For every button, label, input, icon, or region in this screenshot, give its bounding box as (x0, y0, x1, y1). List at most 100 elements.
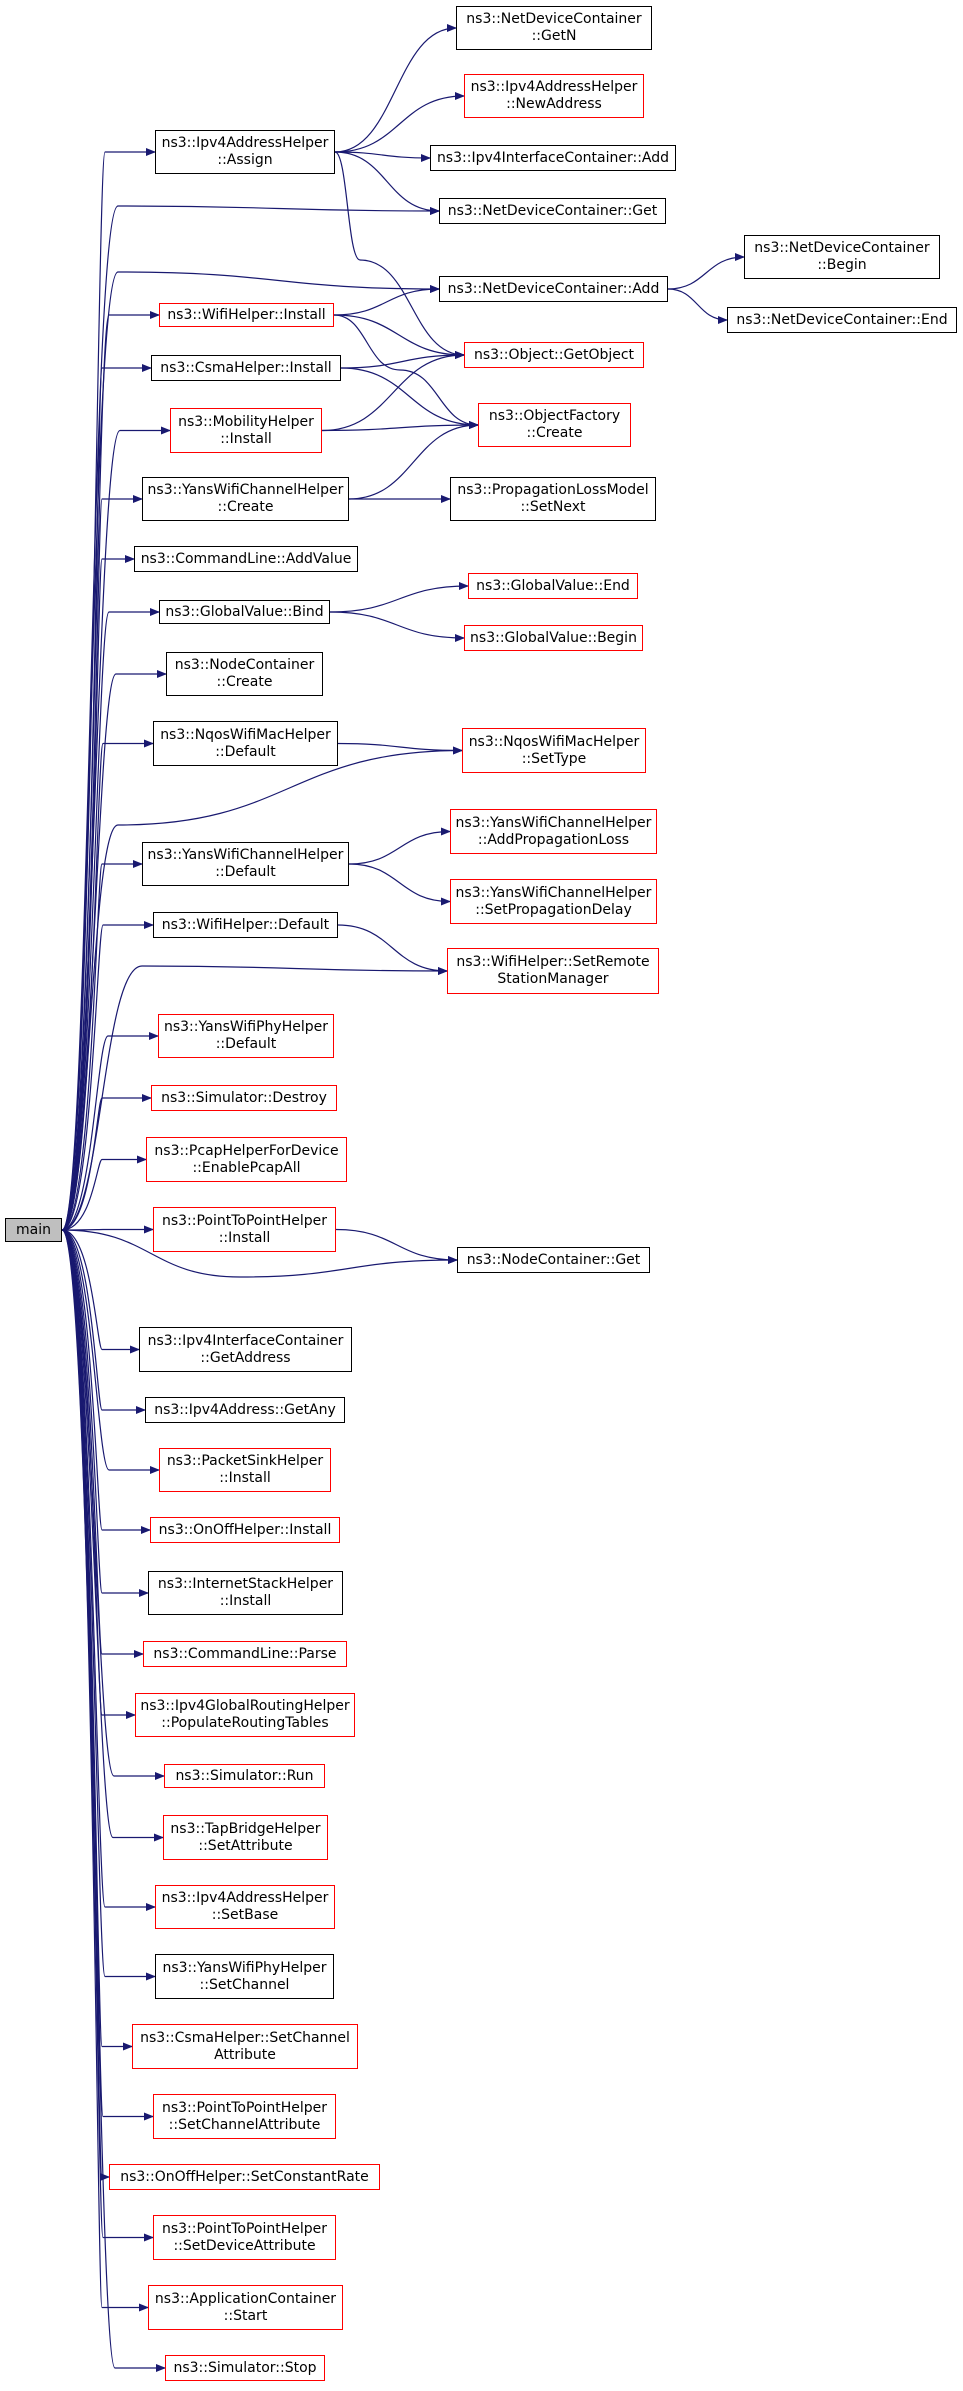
node-csma-install[interactable]: ns3::CsmaHelper::Install (151, 355, 341, 381)
edge-csma_install-to-obj_getobject (340, 351, 465, 369)
node-label-line: ns3::CsmaHelper::SetChannel (140, 2029, 350, 2046)
node-label-line: ::SetDeviceAttribute (173, 2237, 316, 2254)
node-nqos-default[interactable]: ns3::NqosWifiMacHelper::Default (153, 721, 338, 766)
node-label-line: ns3::NetDeviceContainer (754, 240, 930, 256)
node-label-line: ns3::PropagationLossModel (457, 482, 649, 498)
edge-gv_bind-to-gv_begin (329, 611, 465, 642)
node-onoff-install[interactable]: ns3::OnOffHelper::Install (150, 1517, 340, 1543)
node-p2p-setdevattr[interactable]: ns3::PointToPointHelper::SetDeviceAttrib… (153, 2215, 336, 2260)
edge-wifi_install-to-obj_getobject (333, 314, 465, 359)
node-label-line: ::SetAttribute (198, 1837, 293, 1854)
node-label-line: ns3::YansWifiPhyHelper (163, 1019, 328, 1035)
node-cmdline-parse[interactable]: ns3::CommandLine::Parse (143, 1641, 347, 1667)
node-label-line: ns3::Ipv4InterfaceContainer::Add (436, 149, 670, 166)
node-cmdline-addvalue[interactable]: ns3::CommandLine::AddValue (134, 546, 358, 572)
node-sim-destroy[interactable]: ns3::Simulator::Destroy (151, 1085, 337, 1111)
node-label-line: ns3::NodeContainer (174, 657, 315, 673)
node-label-line: ns3::Ipv4InterfaceContainer (147, 1332, 344, 1349)
node-packetsink-install[interactable]: ns3::PacketSinkHelper::Install (159, 1448, 331, 1492)
node-label-line: ns3::WifiHelper::Default (161, 916, 330, 933)
edge-ndc_add-to-ndc_begin (667, 253, 745, 290)
node-ipv4gr-populate[interactable]: ns3::Ipv4GlobalRoutingHelper::PopulateRo… (135, 1693, 355, 1737)
node-label-line: StationManager (497, 971, 609, 987)
node-label-line: ns3::NetDeviceContainer::Get (447, 202, 658, 219)
edge-nqos_default-to-nqos_settype (337, 742, 463, 755)
node-label-line: ::Create (217, 499, 274, 515)
node-ipv4addr-getany[interactable]: ns3::Ipv4Address::GetAny (145, 1397, 345, 1423)
node-label-line: ns3::WifiHelper::Install (167, 306, 326, 323)
node-mobility-install[interactable]: ns3::MobilityHelper::Install (170, 408, 322, 453)
node-label-line: ns3::NetDeviceContainer::End (736, 311, 948, 328)
node-label-line: ns3::YansWifiPhyHelper (162, 1959, 327, 1976)
node-ndc-getn[interactable]: ns3::NetDeviceContainer::GetN (456, 6, 652, 50)
node-nqos-settype[interactable]: ns3::NqosWifiMacHelper::SetType (462, 728, 646, 773)
edge-main-to-appcont_start (61, 1229, 149, 2312)
node-ipv4ah-newaddress[interactable]: ns3::Ipv4AddressHelper::NewAddress (464, 74, 644, 118)
node-label-line: ns3::WifiHelper::SetRemote (456, 954, 650, 970)
node-gv-bind[interactable]: ns3::GlobalValue::Bind (159, 600, 330, 624)
node-label-line: ns3::PcapHelperForDevice (154, 1142, 339, 1159)
edge-main-to-onoff_install (61, 1229, 151, 1534)
node-p2p-setchanattr[interactable]: ns3::PointToPointHelper::SetChannelAttri… (153, 2094, 336, 2139)
node-tapbridge-setattr[interactable]: ns3::TapBridgeHelper::SetAttribute (163, 1815, 328, 1860)
node-ipv4ah-setbase[interactable]: ns3::Ipv4AddressHelper::SetBase (155, 1885, 335, 1929)
edge-yans_chan_default-to-yans_chan_addproploss (348, 827, 451, 865)
node-label-line: ns3::MobilityHelper (178, 413, 314, 430)
node-nc-create[interactable]: ns3::NodeContainer::Create (166, 652, 323, 696)
edge-main-to-ipv4ic_getaddress (61, 1229, 140, 1354)
node-onoff-setconstrate[interactable]: ns3::OnOffHelper::SetConstantRate (109, 2164, 380, 2190)
node-ndc-begin[interactable]: ns3::NetDeviceContainer::Begin (744, 235, 940, 279)
node-ndc-end[interactable]: ns3::NetDeviceContainer::End (727, 307, 957, 333)
node-label-line: ::Install (220, 430, 272, 447)
node-ndc-add[interactable]: ns3::NetDeviceContainer::Add (439, 276, 668, 302)
node-label-line: ::Default (215, 743, 276, 760)
node-gv-begin[interactable]: ns3::GlobalValue::Begin (464, 625, 643, 651)
node-label-line: ::Default (215, 1036, 277, 1052)
node-yans-chan-default[interactable]: ns3::YansWifiChannelHelper::Default (142, 842, 349, 886)
node-label-line: ::AddPropagationLoss (477, 831, 630, 848)
node-gv-end[interactable]: ns3::GlobalValue::End (468, 573, 638, 599)
edge-ipv4ah_assign-to-obj_getobject (334, 151, 465, 359)
edge-mobility_install-to-obj_getobject (321, 351, 465, 432)
node-proploss-setnext[interactable]: ns3::PropagationLossModel::SetNext (450, 477, 656, 521)
node-objfactory-create[interactable]: ns3::ObjectFactory::Create (478, 403, 631, 447)
node-ipv4ic-getaddress[interactable]: ns3::Ipv4InterfaceContainer::GetAddress (139, 1327, 352, 1372)
node-ndc-get[interactable]: ns3::NetDeviceContainer::Get (439, 198, 666, 224)
node-label-line: ns3::GlobalValue::End (476, 577, 630, 594)
node-label-line: ns3::PacketSinkHelper (166, 1453, 324, 1469)
node-yans-phy-default[interactable]: ns3::YansWifiPhyHelper::Default (158, 1014, 334, 1058)
node-appcont-start[interactable]: ns3::ApplicationContainer::Start (148, 2285, 343, 2330)
node-label-line: ns3::PointToPointHelper (161, 1212, 328, 1229)
node-ipv4ic-add[interactable]: ns3::Ipv4InterfaceContainer::Add (430, 145, 676, 171)
node-label-line: ::SetNext (520, 499, 586, 515)
node-nc-get[interactable]: ns3::NodeContainer::Get (457, 1247, 650, 1273)
edge-p2p_install-to-nc_get (335, 1228, 458, 1264)
edge-main-to-ipv4gr_populate (61, 1229, 136, 1719)
node-label-line: ns3::PointToPointHelper (161, 2099, 328, 2116)
node-label-line: ns3::CsmaHelper::Install (160, 359, 332, 376)
node-sim-run[interactable]: ns3::Simulator::Run (164, 1764, 325, 1788)
edge-main-to-internetstack_install (61, 1229, 149, 1597)
node-sim-stop[interactable]: ns3::Simulator::Stop (165, 2355, 325, 2381)
node-label-line: ns3::Ipv4AddressHelper (470, 79, 638, 95)
node-wifi-default[interactable]: ns3::WifiHelper::Default (153, 912, 338, 938)
node-obj-getobject[interactable]: ns3::Object::GetObject (464, 342, 644, 368)
node-label-line: ns3::GlobalValue::Begin (470, 629, 637, 646)
node-internetstack-install[interactable]: ns3::InternetStackHelper::Install (148, 1571, 343, 1615)
edge-ipv4ah_assign-to-ndc_getn (334, 24, 457, 153)
node-ipv4ah-assign[interactable]: ns3::Ipv4AddressHelper::Assign (155, 130, 335, 174)
node-yans-chan-addproploss[interactable]: ns3::YansWifiChannelHelper::AddPropagati… (450, 809, 657, 854)
edge-main-to-tapbridge_setattr (61, 1229, 164, 1842)
node-label-line: ns3::NqosWifiMacHelper (160, 726, 331, 743)
node-label-line: ns3::CommandLine::AddValue (140, 550, 352, 567)
node-yans-phy-setchannel[interactable]: ns3::YansWifiPhyHelper::SetChannel (155, 1954, 334, 1999)
node-pcap-enableall[interactable]: ns3::PcapHelperForDevice::EnablePcapAll (146, 1137, 347, 1182)
node-yans-chan-create[interactable]: ns3::YansWifiChannelHelper::Create (142, 477, 349, 521)
node-p2p-install[interactable]: ns3::PointToPointHelper::Install (153, 1207, 336, 1252)
node-label-line: ::SetChannel (199, 1976, 290, 1993)
edge-main-to-sim_run (61, 1229, 165, 1780)
node-yans-chan-setpropdelay[interactable]: ns3::YansWifiChannelHelper::SetPropagati… (450, 879, 657, 924)
node-wifi-install[interactable]: ns3::WifiHelper::Install (159, 303, 334, 327)
